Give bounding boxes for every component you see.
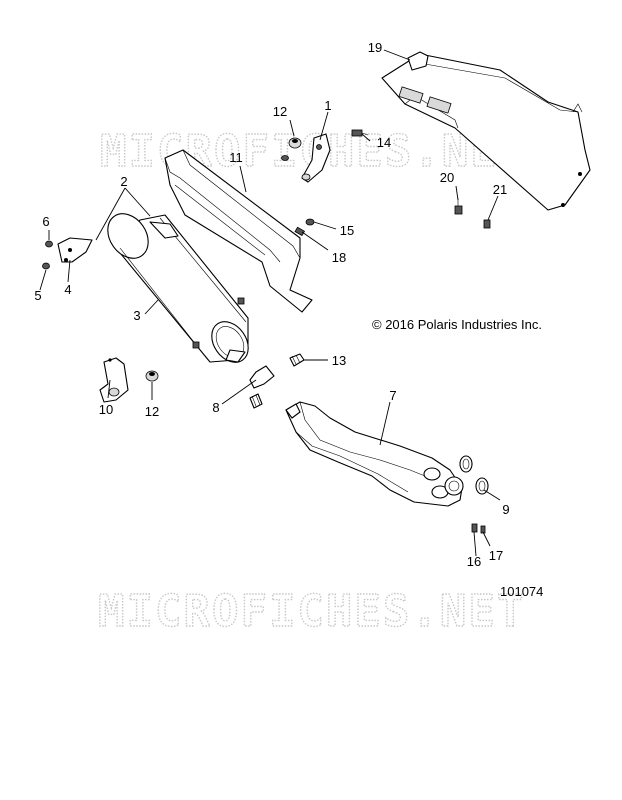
leader-9 — [483, 489, 501, 501]
callout-5: 5 — [34, 288, 41, 303]
callout-19: 19 — [368, 40, 382, 55]
leader-11 — [239, 165, 247, 193]
callout-6: 6 — [42, 214, 49, 229]
leader-16 — [473, 531, 477, 557]
spring-lower — [249, 393, 263, 409]
callout-16: 16 — [467, 554, 481, 569]
callout-20: 20 — [440, 170, 454, 185]
muffler-3 — [107, 213, 249, 363]
callout-11: 11 — [229, 150, 243, 165]
bolt-20 — [454, 198, 463, 215]
drawing-number: 101074 — [500, 584, 543, 599]
leader-3 — [144, 299, 159, 315]
bracket-1 — [301, 133, 331, 183]
leader-7 — [379, 401, 391, 446]
callout-17: 17 — [489, 548, 503, 563]
leader-4 — [67, 259, 71, 283]
callout-8: 8 — [212, 400, 219, 415]
leader-1 — [319, 111, 329, 141]
fastener-16 — [471, 523, 478, 533]
fastener-17 — [480, 525, 486, 534]
leader-15 — [313, 221, 337, 230]
callout-14: 14 — [377, 135, 391, 150]
callout-10: 10 — [99, 402, 113, 417]
callout-3: 3 — [133, 308, 140, 323]
copyright-notice: © 2016 Polaris Industries Inc. — [372, 317, 542, 332]
leader-19 — [383, 49, 411, 61]
callout-2: 2 — [120, 174, 127, 189]
callout-4: 4 — [64, 282, 71, 297]
bracket-10 — [99, 357, 129, 403]
leader-8 — [221, 379, 257, 405]
watermark-bottom: MICROFICHES.NET — [98, 586, 525, 637]
leader-18 — [301, 231, 329, 251]
gaskets-9 — [459, 455, 489, 495]
heat-shield-11 — [164, 149, 313, 313]
bolt-5 — [42, 262, 50, 270]
leader-21 — [487, 195, 499, 221]
callout-21: 21 — [493, 182, 507, 197]
callout-13: 13 — [332, 353, 346, 368]
screw-18 — [294, 226, 306, 237]
mount-plate-4 — [57, 237, 93, 263]
grommet-12-top — [288, 137, 302, 149]
callout-9: 9 — [502, 502, 509, 517]
spring-13 — [289, 353, 305, 367]
sleeve-8 — [249, 365, 275, 389]
callout-7: 7 — [389, 388, 396, 403]
leader-2a — [95, 187, 126, 241]
leader-2b — [124, 187, 151, 217]
callout-12-lower: 12 — [145, 404, 159, 419]
nut-6 — [45, 240, 53, 248]
leader-14 — [361, 133, 371, 142]
callout-15: 15 — [340, 223, 354, 238]
callout-18: 18 — [332, 250, 346, 265]
callout-12-top: 12 — [273, 104, 287, 119]
leader-5 — [39, 269, 47, 291]
screw-15 — [305, 218, 315, 226]
callout-1: 1 — [324, 98, 331, 113]
grommet-12-lower — [145, 370, 159, 382]
heat-shield-19 — [381, 51, 591, 211]
fastener-icon — [281, 155, 289, 161]
header-pipe-7 — [285, 401, 464, 507]
leader-17 — [482, 531, 491, 547]
clip-21 — [483, 219, 491, 229]
bolt-14 — [351, 129, 369, 137]
leader-20 — [455, 185, 459, 201]
leader-12a — [289, 119, 295, 137]
leader-10 — [107, 379, 111, 399]
